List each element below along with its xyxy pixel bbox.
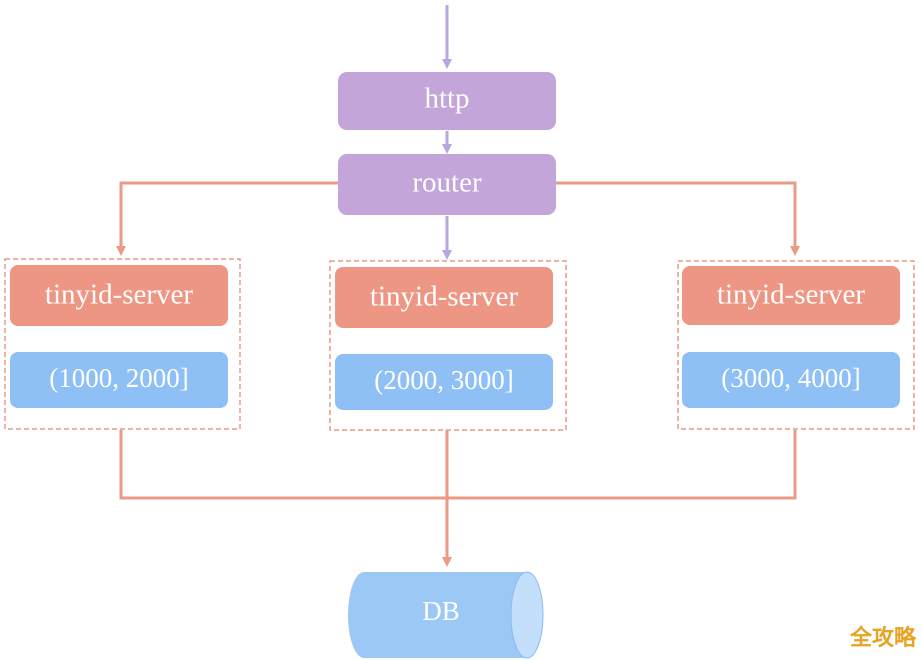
http-label: http (424, 83, 469, 115)
server-range-center: (2000, 3000] (374, 365, 513, 395)
server-group-left: tinyid-server (1000, 2000] (4, 258, 241, 430)
right-server-to-bus (447, 430, 797, 500)
watermark-text: 全攻略 (849, 626, 916, 651)
server-group-center: tinyid-server (2000, 3000] (329, 260, 567, 431)
router-to-left-arrow (116, 181, 338, 256)
server-name-right: tinyid-server (717, 279, 866, 311)
server-range-right: (3000, 4000] (721, 363, 860, 393)
router-node: router (338, 154, 556, 215)
server-range-left: (1000, 2000] (49, 363, 188, 393)
http-node: http (338, 72, 556, 130)
router-label: router (412, 167, 482, 199)
db-node: DB (348, 571, 544, 659)
server-name-center: tinyid-server (370, 281, 519, 313)
router-to-right-arrow (556, 181, 800, 256)
server-name-left: tinyid-server (45, 279, 194, 311)
left-server-to-bus (119, 430, 447, 500)
server-group-right: tinyid-server (3000, 4000] (677, 260, 915, 430)
db-label: DB (422, 596, 460, 626)
